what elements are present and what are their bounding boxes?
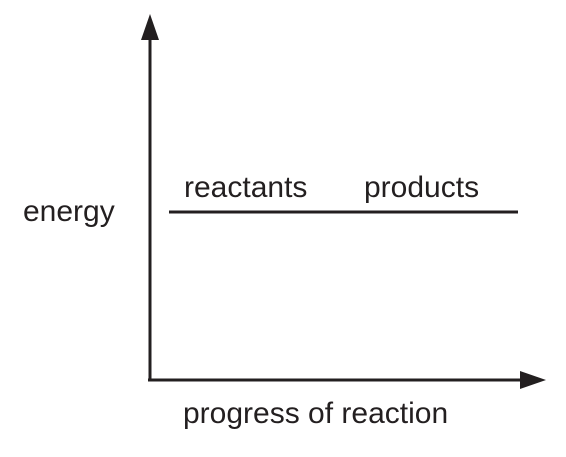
y-axis-arrowhead: [141, 14, 159, 40]
reactants-label: reactants: [184, 171, 307, 204]
products-label: products: [364, 171, 479, 204]
x-axis-arrowhead: [520, 371, 546, 389]
x-axis-label: progress of reaction: [183, 397, 448, 430]
y-axis-label: energy: [23, 195, 115, 228]
